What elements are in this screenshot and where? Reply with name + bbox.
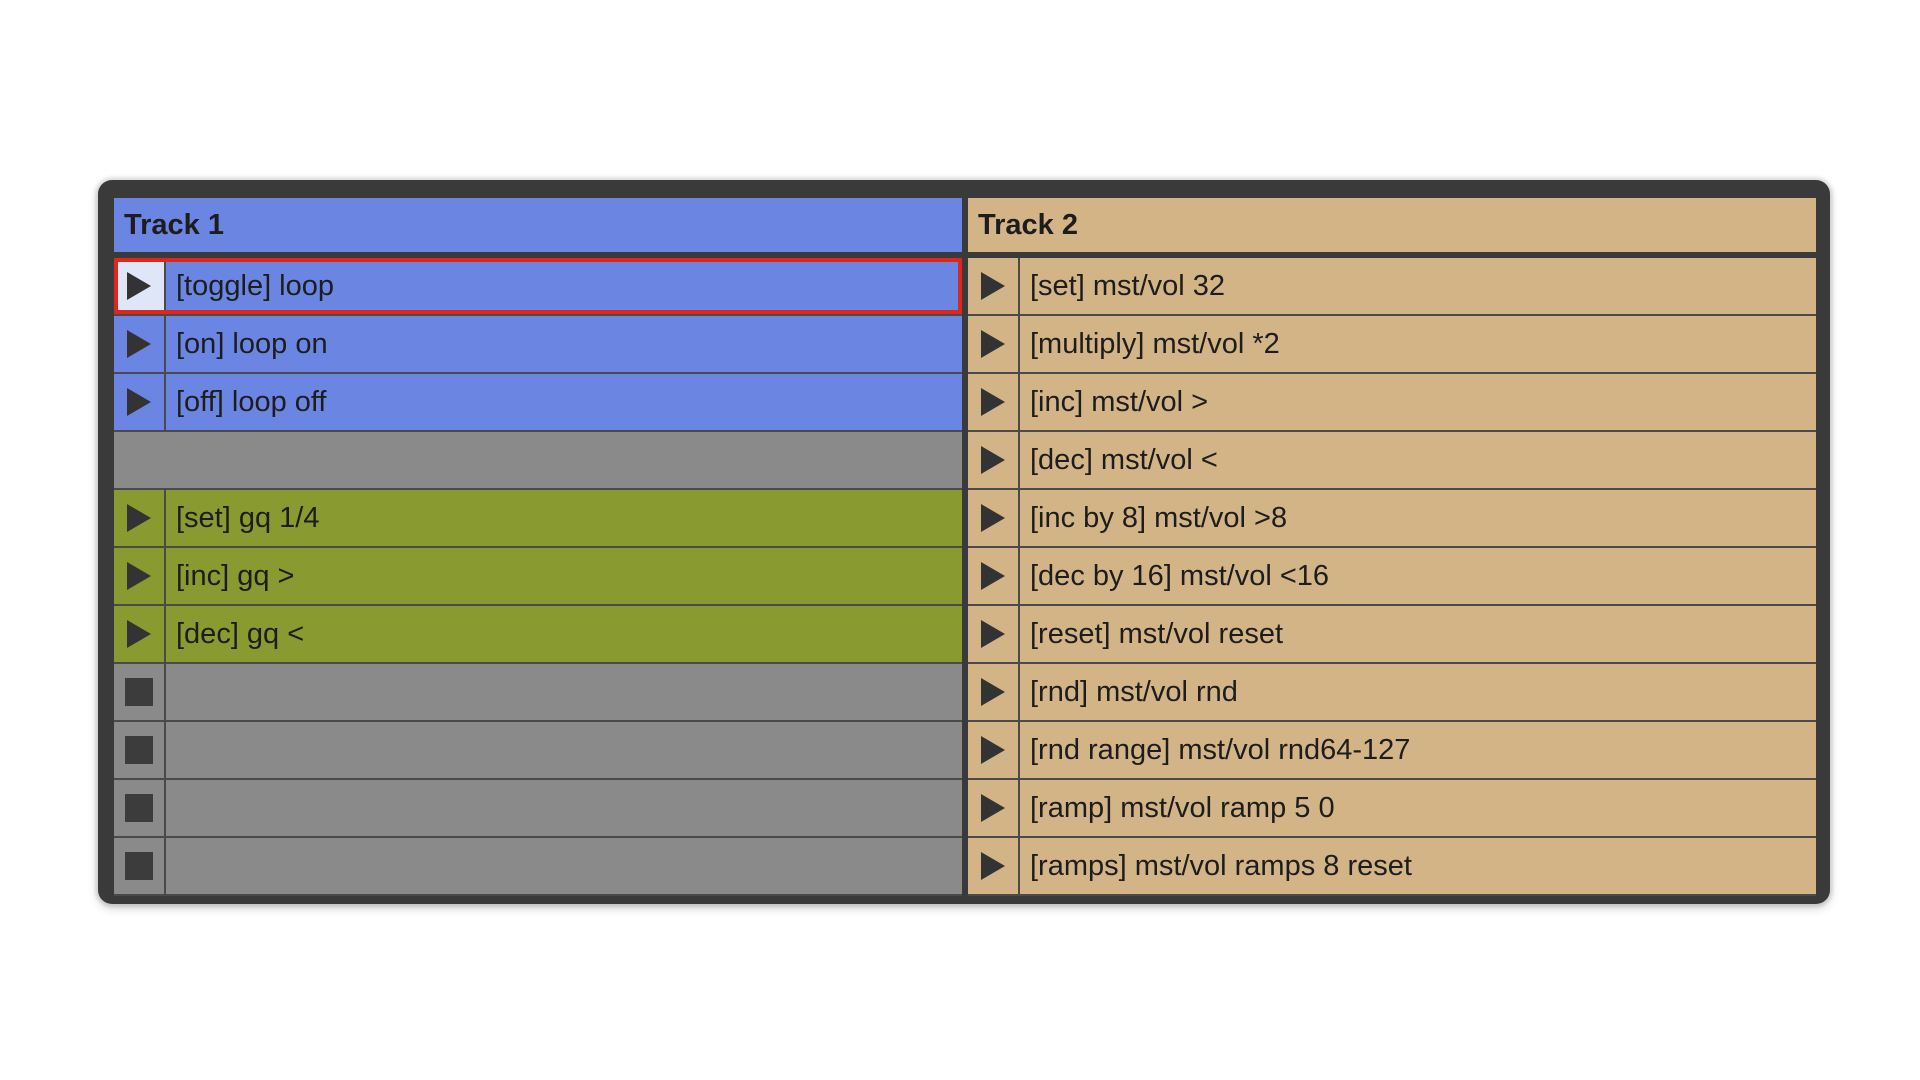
play-triangle-icon xyxy=(981,794,1005,822)
clip-name: [dec by 16] mst/vol <16 xyxy=(1030,559,1330,592)
play-triangle-icon xyxy=(127,330,151,358)
clip-slot[interactable]: [toggle] loop xyxy=(114,258,962,316)
clip-launch-button[interactable] xyxy=(968,548,1020,604)
play-triangle-icon xyxy=(981,446,1005,474)
clip-launch-button[interactable] xyxy=(968,316,1020,372)
clip-launch-button[interactable] xyxy=(968,432,1020,488)
clip-name: [off] loop off xyxy=(176,385,327,418)
play-triangle-icon xyxy=(127,272,151,300)
clip-name: [rnd] mst/vol rnd xyxy=(1030,675,1238,708)
clip-slot[interactable]: [rnd range] mst/vol rnd64-127 xyxy=(968,722,1816,780)
clip-launch-button[interactable] xyxy=(114,258,166,314)
track-2-header[interactable]: Track 2 xyxy=(968,198,1816,252)
empty-clip-slot[interactable] xyxy=(114,722,962,780)
clip-name: [inc by 8] mst/vol >8 xyxy=(1030,501,1288,534)
play-triangle-icon xyxy=(981,620,1005,648)
play-triangle-icon xyxy=(981,330,1005,358)
clip-launch-button[interactable] xyxy=(968,258,1020,314)
clip-slot[interactable]: [multiply] mst/vol *2 xyxy=(968,316,1816,374)
clip-name: [reset] mst/vol reset xyxy=(1030,617,1284,650)
clip-name: [multiply] mst/vol *2 xyxy=(1030,327,1280,360)
clip-stop-button[interactable] xyxy=(114,664,166,720)
clip-slot[interactable]: [dec] gq < xyxy=(114,606,962,664)
clip-launch-button[interactable] xyxy=(968,374,1020,430)
clip-launch-button[interactable] xyxy=(114,548,166,604)
clip-slot[interactable]: [ramp] mst/vol ramp 5 0 xyxy=(968,780,1816,838)
play-triangle-icon xyxy=(981,678,1005,706)
track-1-clip-slots: [toggle] loop [on] loop on [off] loop off [… xyxy=(114,258,962,896)
clip-launch-button[interactable] xyxy=(968,664,1020,720)
clip-slot[interactable]: [rnd] mst/vol rnd xyxy=(968,664,1816,722)
clip-name: [dec] gq < xyxy=(176,617,305,650)
clip-name: [set] gq 1/4 xyxy=(176,501,320,534)
clip-name: [dec] mst/vol < xyxy=(1030,443,1218,476)
clip-stop-button[interactable] xyxy=(114,838,166,894)
empty-clip-slot[interactable] xyxy=(114,838,962,896)
clip-slot[interactable]: [set] mst/vol 32 xyxy=(968,258,1816,316)
stop-square-icon xyxy=(125,852,153,880)
track-2: Track 2 [set] mst/vol 32 [multiply] mst/v… xyxy=(968,198,1816,896)
clip-name: [toggle] loop xyxy=(176,269,335,302)
clip-launch-button[interactable] xyxy=(968,722,1020,778)
play-triangle-icon xyxy=(127,562,151,590)
play-triangle-icon xyxy=(127,620,151,648)
clip-slot[interactable]: [inc] gq > xyxy=(114,548,962,606)
clip-slot[interactable]: [ramps] mst/vol ramps 8 reset xyxy=(968,838,1816,896)
empty-clip-slot[interactable] xyxy=(114,780,962,838)
clip-launch-button[interactable] xyxy=(968,490,1020,546)
clip-slot[interactable]: [dec by 16] mst/vol <16 xyxy=(968,548,1816,606)
clip-name: [inc] gq > xyxy=(176,559,295,592)
clip-launch-button[interactable] xyxy=(968,838,1020,894)
play-triangle-icon xyxy=(981,504,1005,532)
track-1-header[interactable]: Track 1 xyxy=(114,198,962,252)
clip-launch-button[interactable] xyxy=(114,606,166,662)
clip-launch-button[interactable] xyxy=(968,780,1020,836)
clip-stop-button[interactable] xyxy=(114,780,166,836)
play-triangle-icon xyxy=(981,388,1005,416)
stop-square-icon xyxy=(125,794,153,822)
track-2-clip-slots: [set] mst/vol 32 [multiply] mst/vol *2 [in… xyxy=(968,258,1816,896)
play-triangle-icon xyxy=(981,736,1005,764)
play-triangle-icon xyxy=(127,388,151,416)
session-view: Track 1 [toggle] loop [on] loop on [off] l… xyxy=(98,180,1830,904)
clip-name: [inc] mst/vol > xyxy=(1030,385,1209,418)
stop-square-icon xyxy=(125,678,153,706)
clip-slot[interactable]: [set] gq 1/4 xyxy=(114,490,962,548)
clip-launch-button[interactable] xyxy=(114,490,166,546)
clip-slot[interactable]: [off] loop off xyxy=(114,374,962,432)
track-1: Track 1 [toggle] loop [on] loop on [off] l… xyxy=(114,198,962,896)
clip-launch-button[interactable] xyxy=(968,606,1020,662)
clip-slot[interactable]: [inc by 8] mst/vol >8 xyxy=(968,490,1816,548)
clip-slot[interactable]: [on] loop on xyxy=(114,316,962,374)
play-triangle-icon xyxy=(981,852,1005,880)
empty-clip-slot[interactable] xyxy=(114,432,962,490)
play-triangle-icon xyxy=(981,272,1005,300)
clip-slot[interactable]: [inc] mst/vol > xyxy=(968,374,1816,432)
clip-launch-button[interactable] xyxy=(114,316,166,372)
clip-name: [rnd range] mst/vol rnd64-127 xyxy=(1030,733,1411,766)
clip-name: [ramps] mst/vol ramps 8 reset xyxy=(1030,849,1412,882)
clip-slot[interactable]: [dec] mst/vol < xyxy=(968,432,1816,490)
play-triangle-icon xyxy=(127,504,151,532)
clip-stop-button[interactable] xyxy=(114,722,166,778)
empty-clip-slot[interactable] xyxy=(114,664,962,722)
play-triangle-icon xyxy=(981,562,1005,590)
clip-name: [on] loop on xyxy=(176,327,328,360)
clip-name: [ramp] mst/vol ramp 5 0 xyxy=(1030,791,1335,824)
clip-name: [set] mst/vol 32 xyxy=(1030,269,1226,302)
stop-square-icon xyxy=(125,736,153,764)
clip-launch-button[interactable] xyxy=(114,374,166,430)
clip-slot[interactable]: [reset] mst/vol reset xyxy=(968,606,1816,664)
